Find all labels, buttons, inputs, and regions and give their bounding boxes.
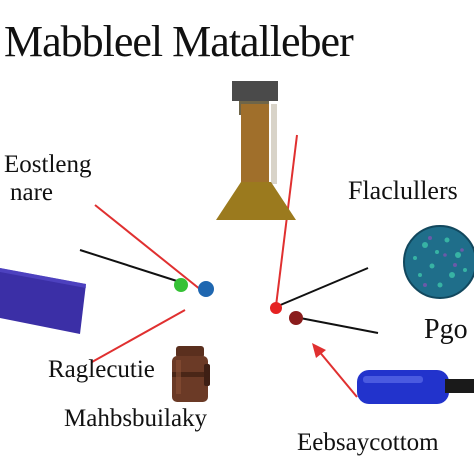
screwdriver-icon: [357, 370, 474, 404]
label-bottom-right: Eebsaycottom: [297, 429, 439, 456]
label-left-mid: Raglecutie: [48, 356, 155, 383]
connector-arrowhead: [312, 343, 326, 358]
connector-line: [299, 317, 379, 334]
connector-line: [94, 204, 202, 291]
jar-icon: [172, 346, 210, 402]
label-top-left-line2: nare: [10, 179, 54, 206]
red-dot: [270, 302, 282, 314]
blue-dot: [198, 281, 214, 297]
flask-icon: [216, 81, 296, 220]
blue-block-icon: [0, 268, 86, 334]
connector-line: [91, 309, 186, 363]
label-bottom-left: Mahbsbuilaky: [64, 405, 208, 432]
connector-line: [277, 267, 369, 307]
connector-line: [79, 249, 181, 283]
diagram-title: Mabbleel Matalleber: [4, 17, 354, 66]
textured-sphere-icon: [403, 225, 474, 299]
connector-line: [317, 349, 358, 398]
label-right-mid: Pgo: [424, 314, 468, 345]
green-dot: [174, 278, 188, 292]
connector-line: [275, 134, 298, 307]
label-right-upper: Flaclullers: [348, 176, 458, 205]
label-top-left-line1: Eostleng: [4, 151, 92, 178]
dark-red-dot: [289, 311, 303, 325]
